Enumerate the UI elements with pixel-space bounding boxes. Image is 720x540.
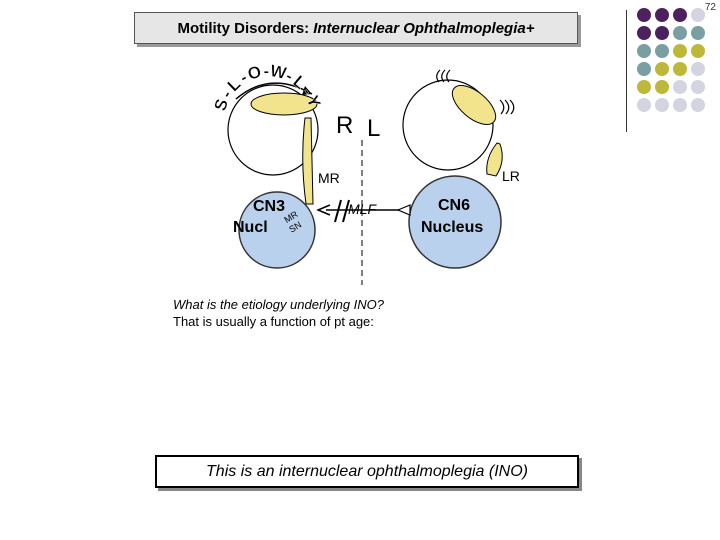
label-left-side: L — [367, 115, 380, 143]
mlf-arrowhead-right — [398, 205, 410, 215]
label-lateral-rectus: LR — [502, 168, 520, 184]
left-lateral-rectus — [487, 143, 503, 176]
cn6-label-line2: Nucleus — [421, 218, 483, 237]
question-line-1: What is the etiology underlying INO? — [173, 296, 384, 313]
cn3-label-line2: Nucl — [233, 218, 268, 237]
etiology-question: What is the etiology underlying INO? Tha… — [173, 296, 384, 330]
label-medial-rectus: MR — [318, 170, 340, 186]
label-mlf: MLF — [348, 201, 376, 217]
right-medial-rectus — [303, 118, 313, 204]
label-right-side: R — [336, 112, 353, 140]
cn6-label-line1: CN6 — [438, 196, 470, 215]
question-line-2: That is usually a function of pt age: — [173, 313, 384, 330]
answer-box: This is an internuclear ophthalmoplegia … — [155, 455, 579, 488]
mlf-lesion-mark-1 — [335, 200, 341, 222]
cn3-label-line1: CN3 — [253, 197, 285, 216]
answer-text: This is an internuclear ophthalmoplegia … — [206, 463, 528, 481]
motion-lines-lower — [500, 100, 514, 114]
motion-lines-upper — [437, 70, 450, 82]
